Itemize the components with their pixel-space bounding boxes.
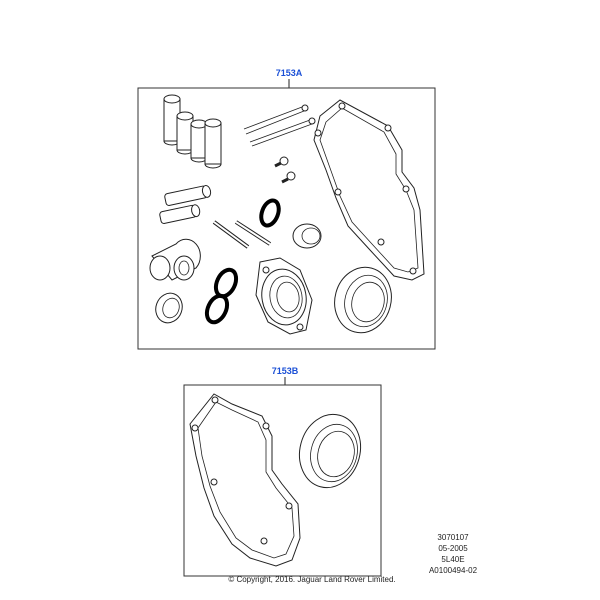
reference-block: 3070107 05-2005 5L40E A0100494-02 (429, 533, 478, 575)
pin-group (159, 184, 212, 224)
bush-1 (163, 94, 181, 146)
ref-number: 3070107 (437, 533, 469, 542)
ref-model: 5L40E (441, 555, 464, 564)
copyright-notice: © Copyright, 2016. Jaguar Land Rover Lim… (228, 575, 395, 584)
small-seal (292, 223, 322, 249)
bearing-cup (149, 238, 201, 281)
bush-4 (204, 118, 222, 169)
o-ring-group (204, 198, 281, 325)
oil-seal-large (334, 266, 392, 334)
kit-7153a-frame (137, 87, 436, 350)
gasket-7153a (313, 99, 425, 281)
seal-housing (255, 257, 313, 335)
roll-pin-group (212, 220, 272, 249)
screw-2 (281, 171, 296, 184)
ref-date: 05-2005 (438, 544, 468, 553)
screw-1 (274, 156, 289, 168)
ref-image-id: A0100494-02 (429, 566, 478, 575)
washer-ring (155, 292, 183, 324)
pin-1 (164, 184, 212, 206)
bush-3 (190, 119, 208, 163)
callout-7153a[interactable]: 7153A (276, 68, 303, 78)
kit-7153b-frame (183, 384, 382, 577)
callout-7153b[interactable]: 7153B (272, 366, 299, 376)
split-pin-group (243, 104, 316, 147)
oil-seal-7153b (298, 413, 362, 489)
pin-2 (159, 204, 201, 224)
screw-group (274, 156, 296, 184)
bush-group (163, 94, 222, 169)
gasket-7153b (189, 393, 301, 567)
